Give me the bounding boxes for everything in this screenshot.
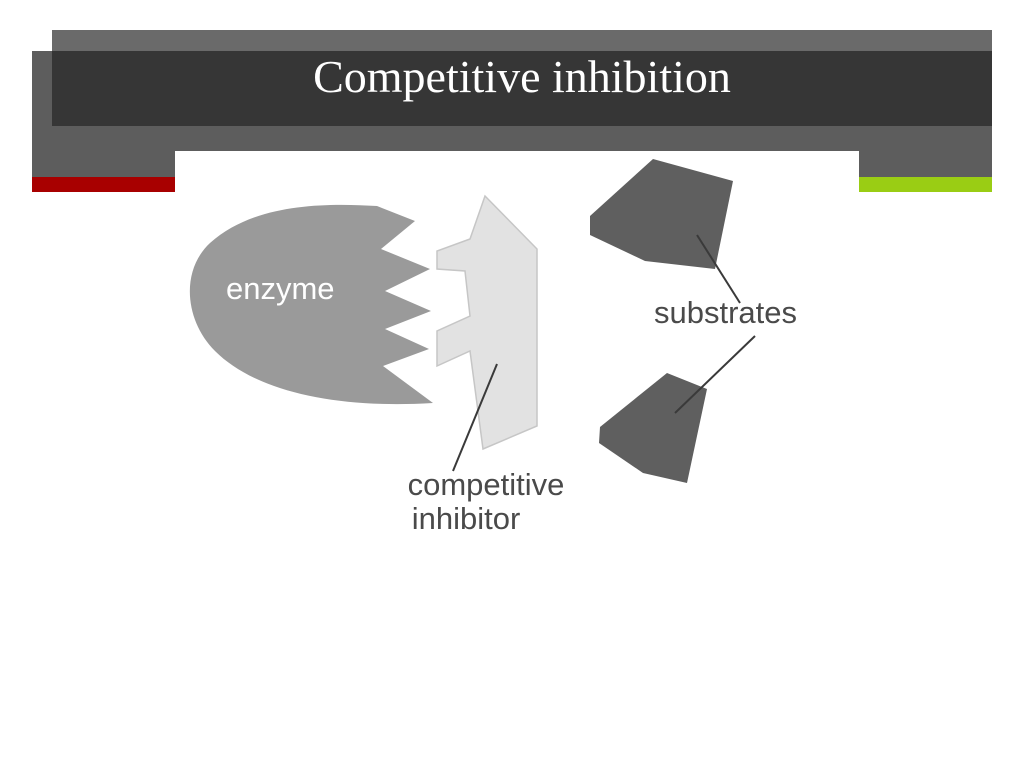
substrates-label: substrates — [654, 295, 798, 330]
enzyme-shape — [189, 204, 433, 405]
substrates-pointer-top — [696, 234, 741, 304]
substrates-pointer-bottom — [674, 335, 756, 414]
substrate-shape-bottom — [599, 373, 707, 483]
diagram-svg — [189, 159, 756, 483]
slide-title: Competitive inhibition — [313, 51, 731, 102]
inhibitor-pointer — [452, 363, 498, 472]
header-band-top — [52, 30, 992, 52]
accent-bar-green — [858, 177, 992, 192]
title-bar: Competitive inhibition — [52, 51, 992, 126]
substrate-shape-top — [590, 159, 733, 269]
enzyme-label: enzyme — [226, 271, 335, 306]
diagram-figure: enzyme substrates competitive inhibitor — [175, 151, 859, 561]
competitive-label: competitive — [407, 467, 565, 502]
accent-bar-red — [32, 177, 176, 192]
inhibitor-label: inhibitor — [411, 501, 521, 536]
competitive-inhibitor-shape — [436, 194, 538, 451]
